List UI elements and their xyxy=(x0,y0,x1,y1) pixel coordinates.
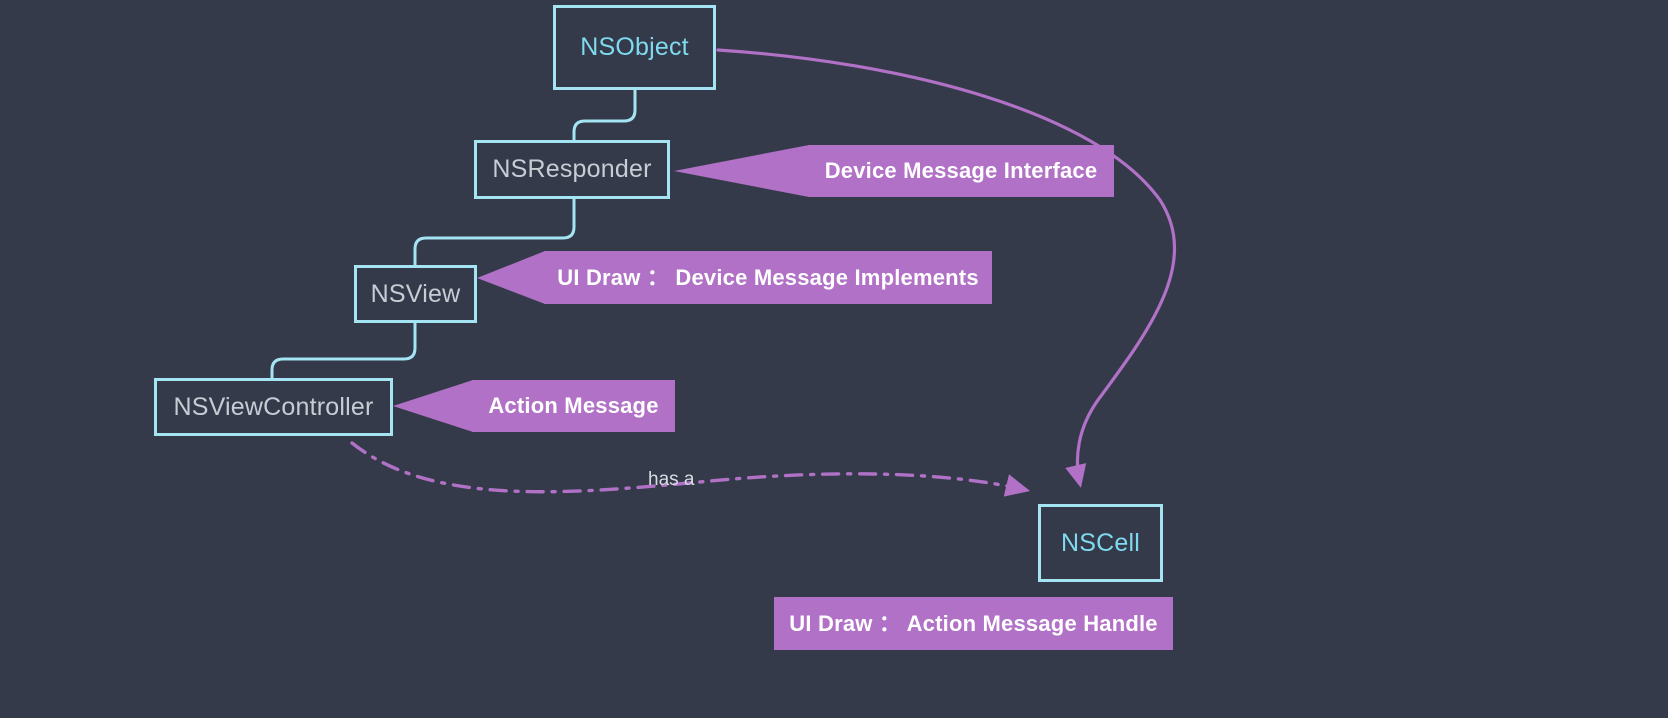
class-node-label: NSObject xyxy=(580,33,689,61)
class-node-label: NSResponder xyxy=(492,155,652,183)
edge-label-has-a: has a xyxy=(648,469,695,490)
class-node-label: NSCell xyxy=(1061,528,1140,557)
note-tail-ui-draw-device-implements xyxy=(477,251,545,304)
note-label: UI Draw ： Device Message Implements xyxy=(557,264,979,290)
note-label: UI Draw ： Action Message Handle xyxy=(789,610,1158,636)
class-node-nsview[interactable]: NSView xyxy=(354,265,477,323)
note-label: Device Message Interface xyxy=(824,158,1098,183)
edge-nsobject-nsresponder xyxy=(572,88,637,143)
note-label: Action Message xyxy=(488,393,659,418)
note-ui-draw-action-handle[interactable]: UI Draw ： Action Message Handle xyxy=(774,597,1173,650)
class-node-nsviewcontroller[interactable]: NSViewController xyxy=(154,378,393,436)
note-device-message-interface[interactable]: Device Message Interface xyxy=(808,145,1114,197)
class-node-nsresponder[interactable]: NSResponder xyxy=(474,140,670,199)
note-action-message[interactable]: Action Message xyxy=(472,380,675,432)
note-tail-device-message-interface xyxy=(674,145,809,197)
class-node-nscell[interactable]: NSCell xyxy=(1038,504,1163,582)
class-node-nsobject[interactable]: NSObject xyxy=(553,5,716,90)
note-tail-action-message xyxy=(393,380,473,432)
class-node-label: NSView xyxy=(370,279,461,308)
note-ui-draw-device-implements[interactable]: UI Draw ： Device Message Implements xyxy=(544,251,992,304)
edge-nsview-nsviewcontroller xyxy=(270,320,417,381)
class-node-label: NSViewController xyxy=(173,392,374,421)
